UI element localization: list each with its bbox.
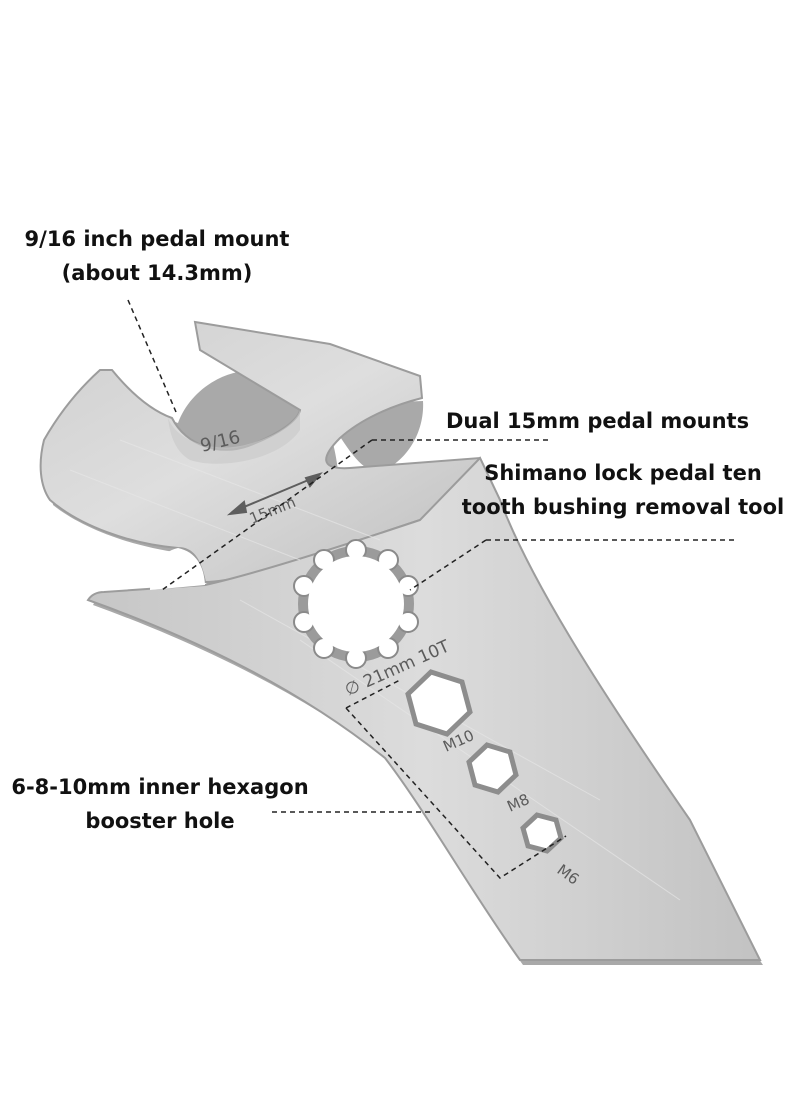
callout-shimano: Shimano lock pedal ten tooth bushing rem… — [458, 456, 788, 524]
hex-holes — [405, 669, 564, 854]
callout-pedal-916: 9/16 inch pedal mount (about 14.3mm) — [22, 222, 292, 290]
callout-hexagon-line1: 6-8-10mm inner hexagon — [11, 775, 309, 799]
leader-916 — [127, 299, 177, 413]
leader-lines — [127, 299, 736, 879]
callout-dual-15mm-line1: Dual 15mm pedal mounts — [446, 409, 750, 433]
callout-pedal-916-line2: (about 14.3mm) — [61, 261, 253, 285]
callout-dual-15mm: Dual 15mm pedal mounts — [446, 404, 749, 438]
hex-hole-m10 — [405, 669, 473, 737]
leader-shimano — [409, 539, 736, 591]
callout-shimano-line1: Shimano lock pedal ten — [484, 461, 762, 485]
callout-pedal-916-line1: 9/16 inch pedal mount — [24, 227, 290, 251]
callout-hexagon-line2: booster hole — [85, 809, 235, 833]
callout-shimano-line2: tooth bushing removal tool — [461, 495, 785, 519]
arrow-15mm — [226, 472, 323, 516]
leader-dual-15 — [161, 439, 552, 591]
hex-hole-m8 — [466, 742, 519, 795]
callout-hexagon: 6-8-10mm inner hexagon booster hole — [10, 770, 310, 838]
spline-hole — [293, 539, 419, 669]
leader-hex — [272, 679, 567, 879]
hex-hole-m6 — [520, 812, 564, 854]
